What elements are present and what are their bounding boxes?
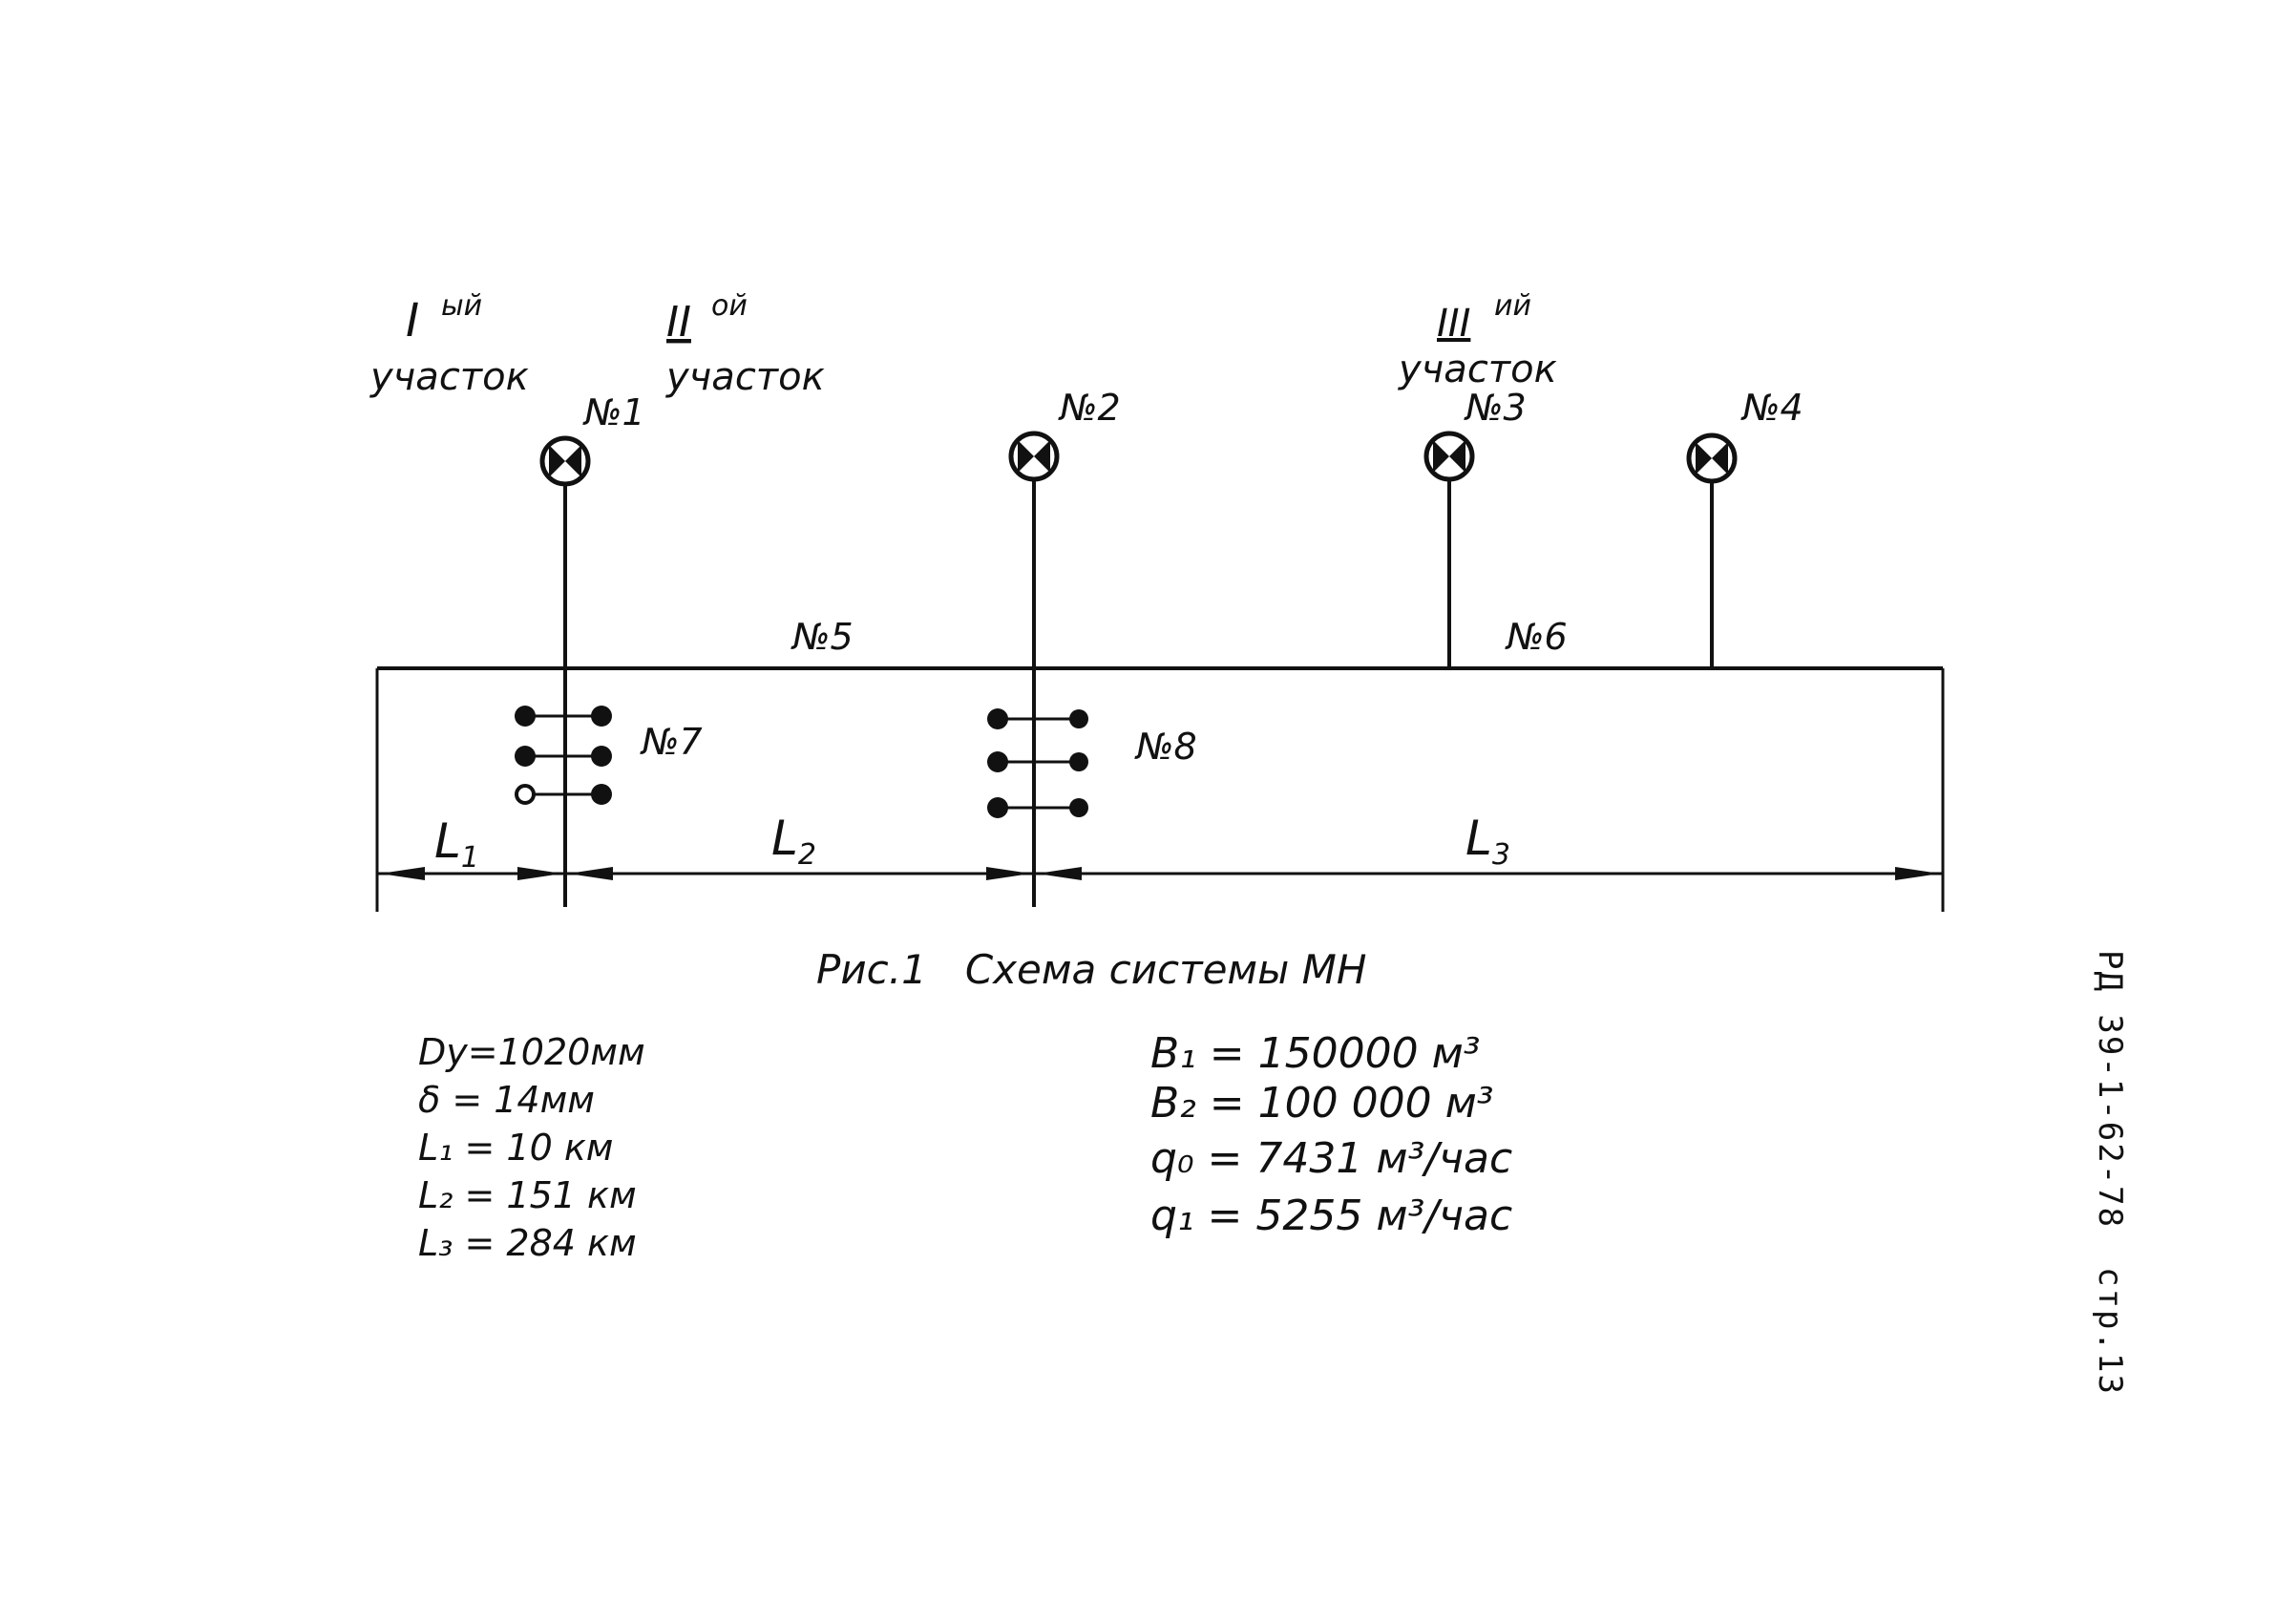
section-word-1: участок (369, 355, 529, 399)
param-line: Dy=1020мм (418, 1031, 645, 1073)
figure-caption: Рис.1 Схема системы МН (816, 946, 1366, 993)
section-numeral-1: I (406, 294, 419, 348)
section-label-2: II ой участок (665, 289, 825, 399)
valve-group-7: №7 (515, 706, 703, 805)
params-right: B₁ = 150000 м³ B₂ = 100 000 м³ q₀ = 7431… (1150, 1029, 1512, 1240)
section-label-3: III ий участок (1398, 289, 1557, 391)
distance-label-1: L1 (434, 813, 479, 875)
valve-group-8: №8 (987, 708, 1197, 818)
document-stamp: РД 39-1-62-78 стр.13 (2072, 950, 2129, 1396)
pump-icon (549, 445, 581, 477)
param-line: L₂ = 151 км (418, 1174, 637, 1216)
param-line: q₀ = 7431 м³/час (1150, 1134, 1512, 1183)
station-label-4: №4 (1740, 387, 1803, 429)
distance-dimensions: L1 L2 L3 (380, 811, 1940, 880)
pipe-label-5: №5 (791, 616, 854, 658)
param-line: L₁ = 10 км (418, 1127, 613, 1169)
section-numeral-2: II (666, 298, 691, 347)
params-left: Dy=1020мм δ = 14мм L₁ = 10 км L₂ = 151 к… (418, 1031, 645, 1264)
distance-label-2: L2 (771, 811, 816, 872)
station-label-1: №1 (582, 391, 645, 433)
param-line: B₂ = 100 000 м³ (1150, 1079, 1493, 1128)
pipe-label-6: №6 (1505, 616, 1568, 658)
section-label-1: I ый участок (369, 289, 529, 399)
section-suffix-1: ый (441, 289, 482, 323)
station-label-3: №3 (1464, 387, 1527, 429)
valve-label-8: №8 (1134, 726, 1197, 768)
pump-icon (1433, 440, 1465, 473)
param-line: B₁ = 150000 м³ (1150, 1029, 1480, 1078)
pump-icon (1018, 440, 1050, 473)
param-line: δ = 14мм (418, 1079, 595, 1121)
page-number: стр.13 (2091, 1267, 2129, 1396)
section-word-3: участок (1398, 348, 1557, 391)
param-line: q₁ = 5255 м³/час (1150, 1192, 1512, 1240)
section-numeral-3: III (1437, 302, 1470, 346)
param-line: L₃ = 284 км (418, 1222, 637, 1264)
section-suffix-3: ий (1494, 289, 1531, 323)
valve-label-7: №7 (640, 721, 703, 763)
main-pipeline: №5 №6 (375, 616, 1945, 912)
section-suffix-2: ой (711, 289, 748, 323)
pump-icon (1696, 442, 1728, 475)
station-3: №3 (1423, 387, 1527, 668)
section-word-2: участок (665, 355, 825, 399)
station-2: №2 (1008, 387, 1121, 907)
document-code: РД 39-1-62-78 (2091, 950, 2129, 1230)
station-4: №4 (1686, 387, 1803, 668)
station-label-2: №2 (1058, 387, 1121, 429)
station-1: №1 (539, 391, 645, 907)
distance-label-3: L3 (1465, 811, 1510, 872)
